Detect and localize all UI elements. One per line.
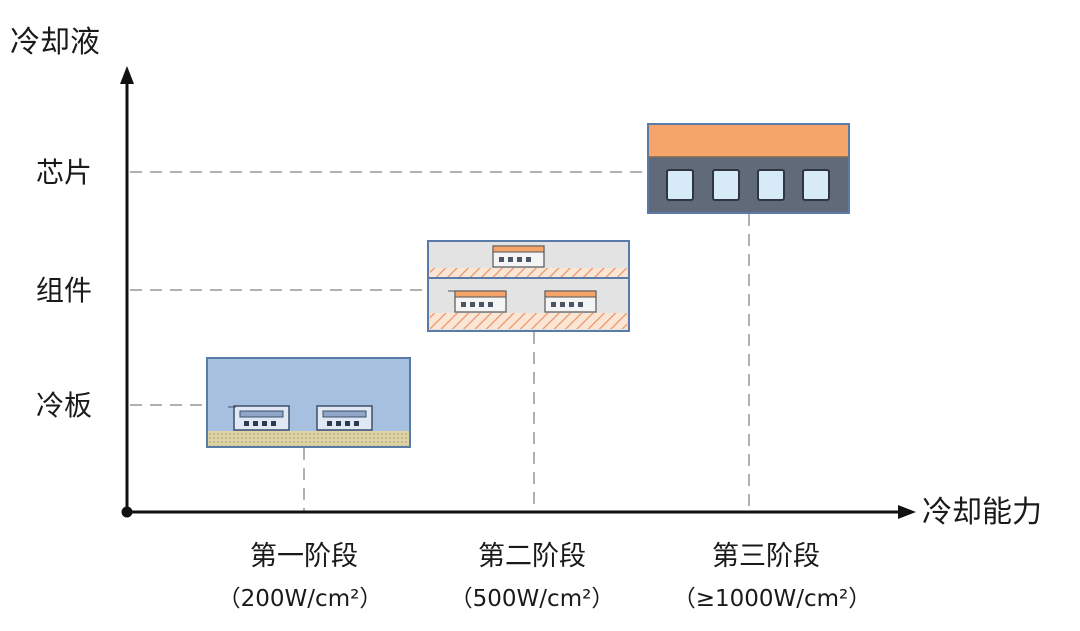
stage-1-subtitle: （200W/cm²）	[218, 586, 383, 612]
guide-lines	[130, 171, 750, 512]
y-level-chip: 芯片	[36, 156, 92, 189]
axis-origin-dot-icon	[121, 506, 133, 518]
x-axis-title: 冷却能力	[922, 495, 1042, 530]
axes	[120, 66, 916, 519]
stage-1-title: 第一阶段	[250, 541, 358, 572]
stage-3-subtitle: （≥1000W/cm²）	[673, 586, 872, 612]
component-immersion-module-icon	[427, 240, 630, 332]
chip-level-module-icon	[647, 123, 850, 214]
y-axis-title: 冷却液	[10, 25, 100, 60]
y-level-coldplate: 冷板	[36, 389, 92, 422]
stage-3-title: 第三阶段	[712, 541, 820, 572]
y-axis-arrow-icon	[120, 66, 134, 84]
stage-2-title: 第二阶段	[478, 541, 586, 572]
cold-plate-module-icon	[206, 357, 411, 448]
stage-2-subtitle: （500W/cm²）	[450, 586, 615, 612]
y-level-component: 组件	[36, 274, 92, 307]
x-axis-arrow-icon	[898, 505, 916, 519]
